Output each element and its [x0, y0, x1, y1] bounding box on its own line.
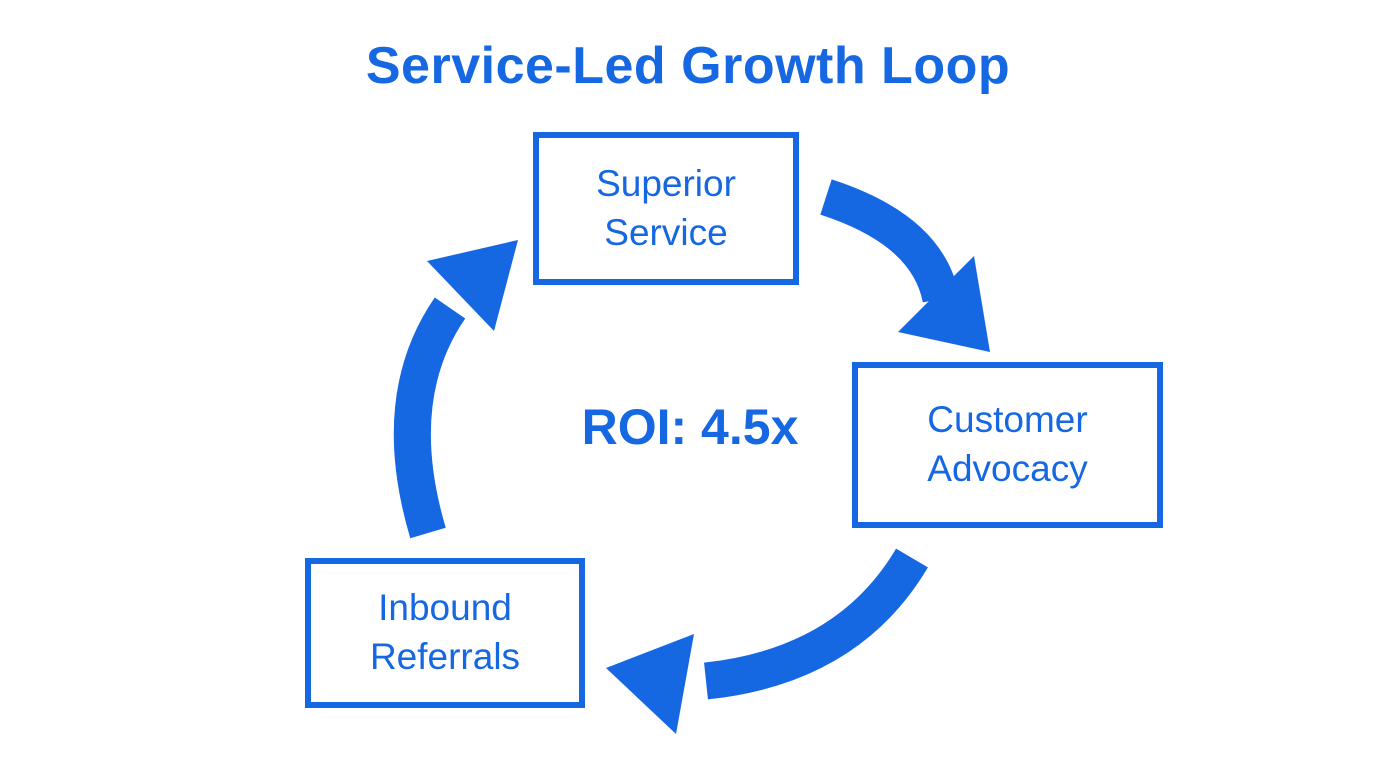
arrow-advocacy-to-referrals-icon: [606, 548, 928, 734]
diagram-title: Service-Led Growth Loop: [365, 37, 1011, 95]
center-metric: ROI: 4.5x: [581, 399, 799, 455]
arrow-referrals-to-superior-icon: [393, 240, 518, 539]
node-inbound-referrals: Inbound Referrals: [305, 558, 585, 708]
node-customer-advocacy-label: Customer Advocacy: [927, 399, 1088, 489]
arrow-superior-to-advocacy-icon: [820, 179, 990, 352]
node-superior-service: Superior Service: [533, 132, 799, 285]
node-customer-advocacy: Customer Advocacy: [852, 362, 1163, 528]
node-inbound-referrals-label: Inbound Referrals: [369, 587, 521, 677]
node-superior-service-label: Superior Service: [596, 162, 736, 253]
